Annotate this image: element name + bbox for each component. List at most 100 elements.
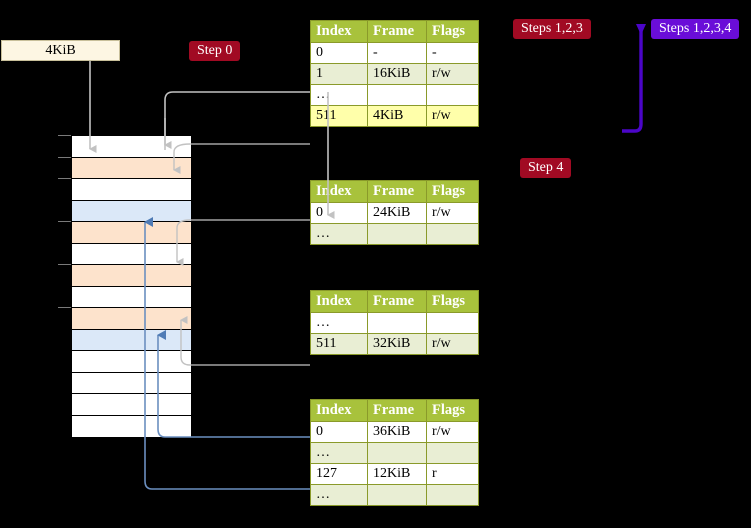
column-header-frame: Frame <box>367 290 427 313</box>
column-header-index: Index <box>310 180 368 203</box>
cell-index: 1 <box>310 63 368 85</box>
cell-flags <box>426 442 479 464</box>
cell-flags <box>426 84 479 106</box>
cell-index: 127 <box>310 463 368 485</box>
memory-frame-row <box>72 351 191 373</box>
column-header-flags: Flags <box>426 20 479 43</box>
steps-1234-label: Steps 1,2,3,4 <box>659 21 732 36</box>
column-header-flags: Flags <box>426 290 479 313</box>
cell-frame <box>367 484 427 506</box>
cell-flags: r/w <box>426 202 479 224</box>
memory-frame-row <box>72 157 191 179</box>
step-0-badge: Step 0 <box>189 41 241 62</box>
connector-steps-bracket <box>622 24 646 133</box>
cell-frame: 4KiB <box>367 105 427 127</box>
cell-index: … <box>310 312 368 334</box>
memory-frame-row <box>72 200 191 222</box>
cell-frame: - <box>367 42 427 64</box>
cell-index: 0 <box>310 42 368 64</box>
column-header-flags: Flags <box>426 180 479 203</box>
memory-frame-row <box>72 329 191 351</box>
cell-index: 511 <box>310 333 368 355</box>
cell-frame <box>367 223 427 245</box>
table-row: … <box>310 84 479 106</box>
column-header-frame: Frame <box>367 20 427 43</box>
cell-index: … <box>310 223 368 245</box>
cell-flags <box>426 484 479 506</box>
column-header-index: Index <box>310 399 368 422</box>
memory-frame-row <box>72 136 191 158</box>
cell-flags: r/w <box>426 333 479 355</box>
memory-frame-row <box>72 415 191 437</box>
memory-frame-row <box>72 286 191 308</box>
cell-flags <box>426 312 479 334</box>
cell-frame: 24KiB <box>367 202 427 224</box>
cell-flags <box>426 223 479 245</box>
memory-tick-mark <box>58 156 71 158</box>
cell-index: … <box>310 84 368 106</box>
column-header-frame: Frame <box>367 180 427 203</box>
column-header-index: Index <box>310 290 368 313</box>
memory-frame-row <box>72 265 191 287</box>
step-4-badge: Step 4 <box>520 158 572 179</box>
steps-123-label: Steps 1,2,3 <box>521 21 583 36</box>
step-4-label: Step 4 <box>528 160 564 175</box>
cell-frame: 12KiB <box>367 463 427 485</box>
cell-index: … <box>310 442 368 464</box>
step-0-label: Step 0 <box>197 43 233 58</box>
steps-1234-badge: Steps 1,2,3,4 <box>651 19 740 40</box>
table-row: … <box>310 484 479 506</box>
cell-flags: r/w <box>426 421 479 443</box>
cell-index: 0 <box>310 202 368 224</box>
cell-flags: r/w <box>426 105 479 127</box>
memory-frame-row <box>72 243 191 265</box>
table-row: … <box>310 312 479 334</box>
memory-tick-mark <box>58 221 71 222</box>
cell-index: … <box>310 484 368 506</box>
memory-tick-mark <box>58 135 71 136</box>
memory-tick-mark <box>58 307 71 308</box>
cell-frame <box>367 442 427 464</box>
cell-frame: 36KiB <box>367 421 427 443</box>
memory-frame-row <box>72 372 191 394</box>
cell-frame <box>367 84 427 106</box>
cell-flags: r <box>426 463 479 485</box>
table-row: … <box>310 442 479 464</box>
cell-frame: 16KiB <box>367 63 427 85</box>
cell-frame <box>367 312 427 334</box>
memory-frame-row <box>72 394 191 416</box>
kib-frame-box: 4KiB <box>1 40 120 61</box>
steps-123-badge: Steps 1,2,3 <box>513 19 591 40</box>
cell-index: 511 <box>310 105 368 127</box>
table-row: … <box>310 223 479 245</box>
column-header-flags: Flags <box>426 399 479 422</box>
cell-flags: r/w <box>426 63 479 85</box>
memory-tick-mark <box>58 264 71 265</box>
physical-memory-column <box>71 135 191 437</box>
memory-frame-row <box>72 222 191 244</box>
kib-frame-label: 4KiB <box>45 42 76 58</box>
memory-tick-mark <box>58 178 71 179</box>
column-header-frame: Frame <box>367 399 427 422</box>
memory-frame-row <box>72 308 191 330</box>
cell-flags: - <box>426 42 479 64</box>
table-row: 0-- <box>310 42 479 64</box>
cell-index: 0 <box>310 421 368 443</box>
memory-frame-row <box>72 179 191 201</box>
cell-frame: 32KiB <box>367 333 427 355</box>
